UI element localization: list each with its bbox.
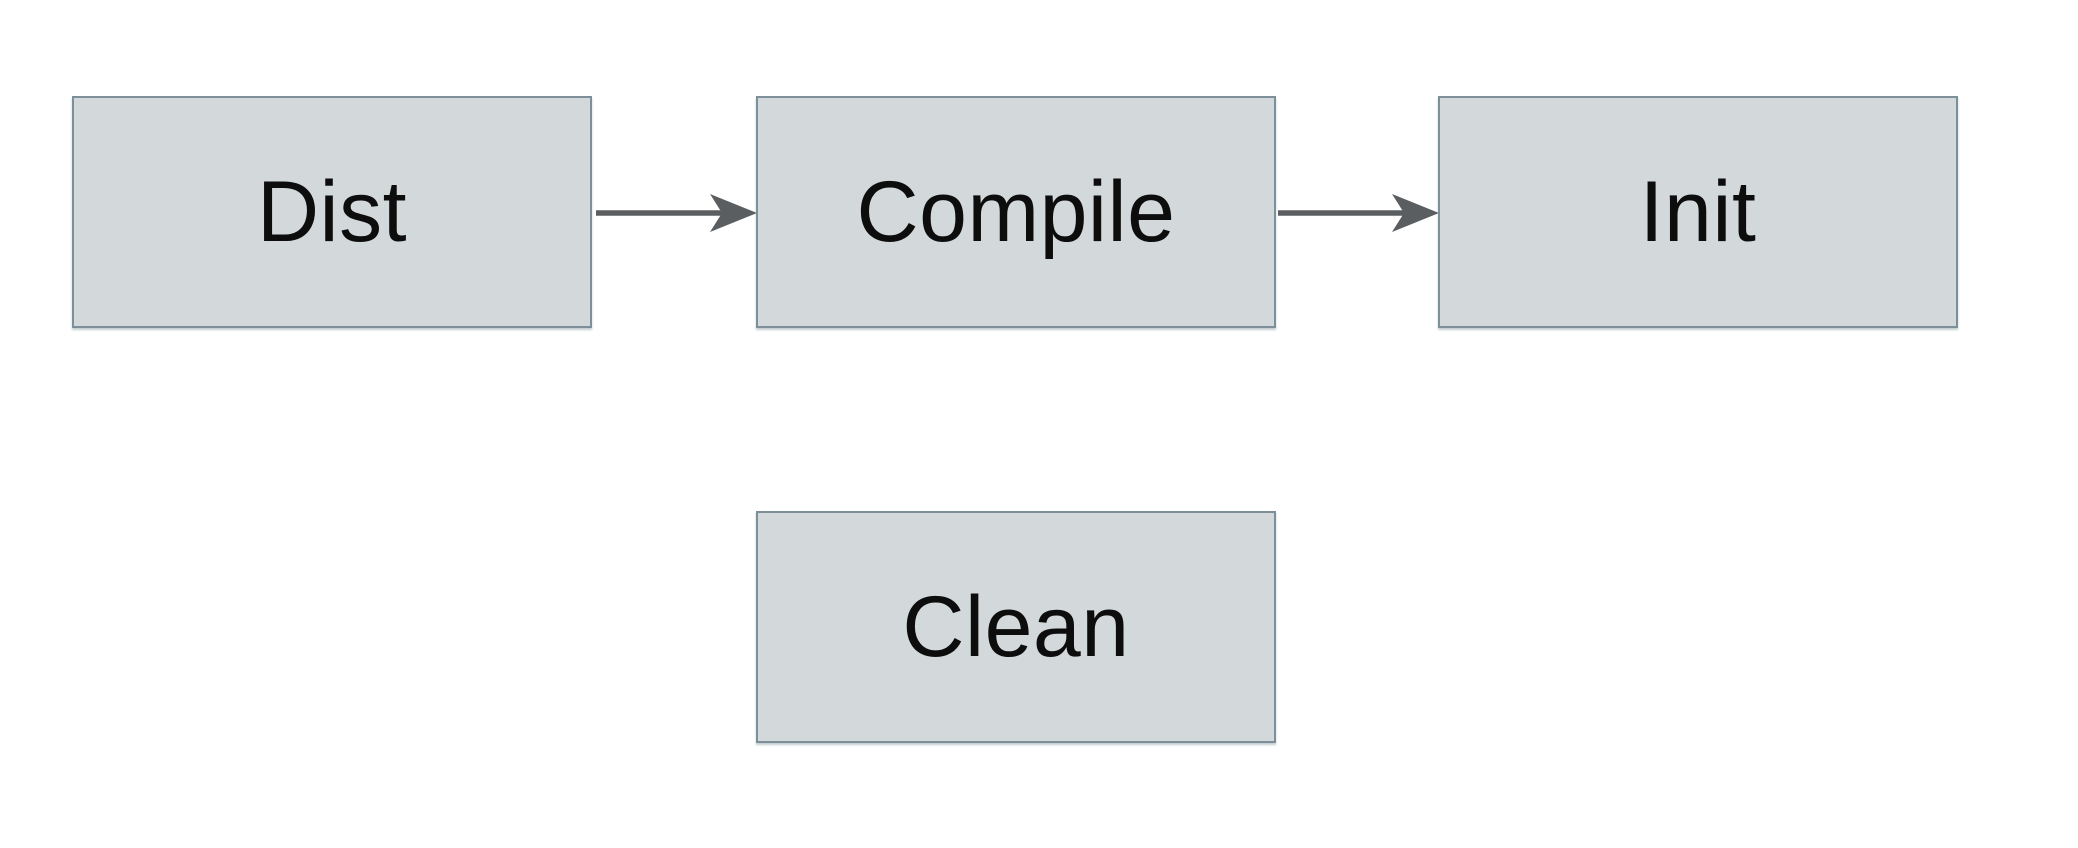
node-clean-label: Clean bbox=[902, 579, 1130, 675]
node-init-label: Init bbox=[1639, 164, 1757, 260]
arrowhead-icon bbox=[710, 194, 757, 232]
node-compile: Compile bbox=[756, 96, 1276, 328]
node-init: Init bbox=[1438, 96, 1958, 328]
arrow-compile-to-init bbox=[1278, 194, 1439, 232]
arrow-dist-to-compile bbox=[596, 194, 757, 232]
node-dist: Dist bbox=[72, 96, 592, 328]
arrowhead-icon bbox=[1392, 194, 1439, 232]
node-dist-label: Dist bbox=[256, 164, 408, 260]
node-clean: Clean bbox=[756, 511, 1276, 743]
node-compile-label: Compile bbox=[856, 164, 1176, 260]
